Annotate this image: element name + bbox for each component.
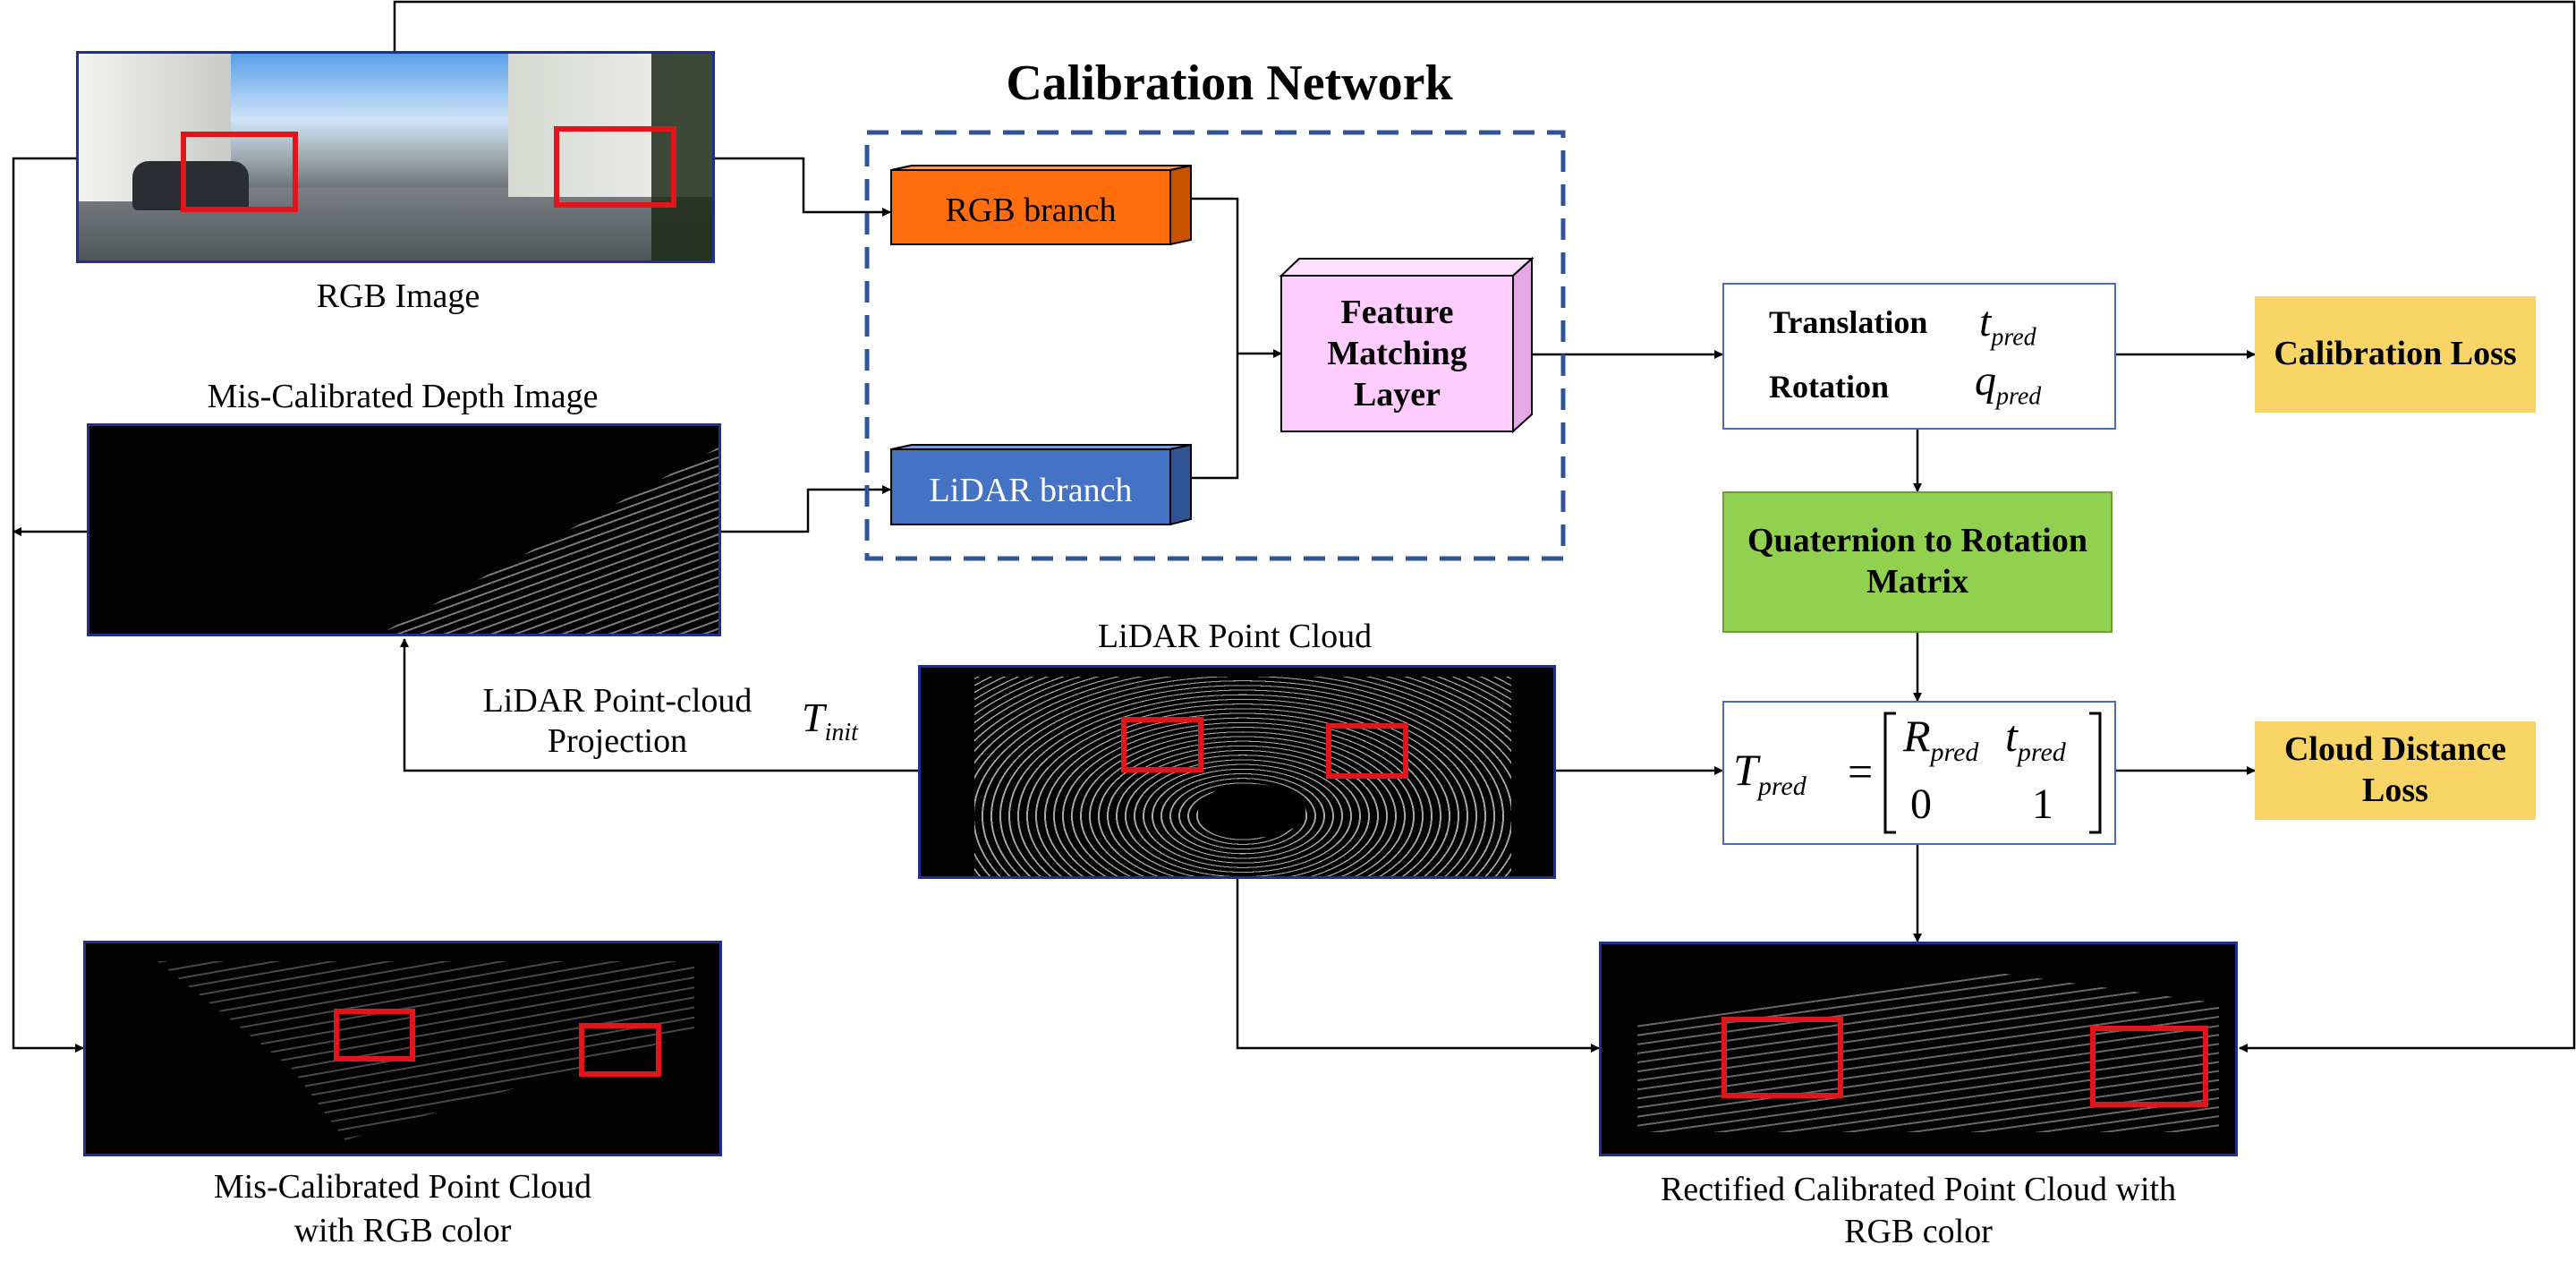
- rectified-label-line2: RGB color: [1844, 1213, 1993, 1250]
- q-pred-symbol: qpred: [1975, 356, 2041, 412]
- t-pred-cell: tpred: [2005, 710, 2066, 768]
- rgb-image: [76, 51, 715, 263]
- r-pred-cell: Rpred: [1903, 710, 1978, 768]
- quaternion-line1: Quaternion to Rotation: [1747, 522, 2087, 560]
- calibration-network-title: Calibration Network: [1006, 55, 1453, 111]
- rgb-red-marker-left: [181, 132, 298, 212]
- cloud-distance-loss-box: Cloud Distance Loss: [2255, 721, 2536, 820]
- feature-matching-line2: Matching: [1327, 335, 1467, 372]
- projection-label-line1: LiDAR Point-cloud: [482, 682, 752, 720]
- misc-red-marker-right: [579, 1023, 661, 1077]
- rgb-image-label: RGB Image: [316, 277, 480, 315]
- mis-calibrated-point-cloud: [83, 941, 722, 1156]
- one-cell: 1: [2032, 780, 2053, 828]
- lidar-to-rectified-arrow: [1236, 879, 1600, 1053]
- r-pred-subscript: pred: [1930, 738, 1979, 767]
- rectified-calibrated-point-cloud: [1599, 942, 2238, 1156]
- rgb-red-marker-right: [554, 126, 676, 208]
- quaternion-line2: Matrix: [1866, 563, 1968, 601]
- lidar-rings: [974, 677, 1511, 876]
- calibration-loss-label: Calibration Loss: [2274, 335, 2517, 373]
- lidar-red-marker-left: [1121, 717, 1203, 772]
- rgb-to-misc-cloud-line: [12, 157, 84, 1053]
- translation-label: Translation: [1769, 304, 1928, 340]
- t-pred-lhs: Tpred: [1733, 744, 1807, 802]
- depth-points: [376, 444, 718, 634]
- misc-red-marker-left: [334, 1009, 415, 1062]
- t-init-main: T: [802, 695, 825, 740]
- rectified-red-marker-left: [1722, 1017, 1843, 1098]
- t-init-subscript: init: [824, 719, 858, 747]
- depth-image-label: Mis-Calibrated Depth Image: [207, 378, 599, 415]
- t-pred-main: t: [1979, 298, 1992, 345]
- t-pred-lhs-main: T: [1733, 745, 1758, 795]
- feature-matching-block: [1279, 256, 1535, 434]
- rgb-branch-block: [890, 164, 1192, 246]
- rgb-feedback-line: [393, 0, 2576, 1053]
- t-pred-cell-main: t: [2005, 711, 2018, 761]
- lidar-red-marker-right: [1326, 723, 1408, 779]
- lidar-center-hole: [1198, 784, 1305, 838]
- t-pred-matrix-box: Tpred = Rpred tpred 0 1: [1722, 701, 2116, 845]
- rectified-red-marker-right: [2090, 1026, 2208, 1107]
- prediction-output-box: Translation Rotation tpred qpred: [1722, 283, 2116, 430]
- equals-sign: =: [1848, 746, 1874, 797]
- t-pred-subscript: pred: [1991, 323, 2036, 352]
- lidar-pointcloud-label: LiDAR Point Cloud: [1097, 618, 1373, 655]
- calibration-loss-box: Calibration Loss: [2255, 296, 2536, 413]
- t-pred-lhs-subscript: pred: [1757, 772, 1807, 801]
- lidar-branch-block: [890, 443, 1192, 526]
- t-pred-cell-subscript: pred: [2017, 738, 2066, 767]
- lidar-branch-label: LiDAR branch: [929, 472, 1133, 509]
- rgb-branch-to-fm: [1191, 197, 1239, 354]
- mis-calibrated-depth-image: [87, 423, 721, 636]
- rectified-label-line1: Rectified Calibrated Point Cloud with: [1660, 1171, 2177, 1208]
- t-init-symbol: Tinit: [802, 694, 858, 747]
- lidar-point-cloud: [918, 665, 1556, 879]
- tree-right: [651, 54, 712, 260]
- rgb-to-branch-arrow: [715, 157, 891, 217]
- r-pred-main: R: [1903, 711, 1931, 761]
- rgb-branch-label: RGB branch: [945, 192, 1117, 229]
- misc-pointcloud-label-line2: with RGB color: [293, 1212, 512, 1249]
- rotation-label: Rotation: [1769, 369, 1889, 405]
- t-pred-symbol: tpred: [1979, 297, 2036, 353]
- lidar-branch-to-fm: [1191, 354, 1239, 480]
- calibration-network-frame: [864, 130, 1566, 561]
- cloud-distance-loss-line1: Cloud Distance: [2283, 730, 2507, 769]
- depth-to-branch-arrow: [721, 485, 891, 533]
- cloud-distance-loss-line2: Loss: [2362, 772, 2428, 809]
- projection-label-line2: Projection: [547, 722, 688, 760]
- q-pred-main: q: [1975, 357, 1996, 405]
- feature-matching-line1: Feature: [1340, 294, 1454, 331]
- feature-matching-line3: Layer: [1353, 376, 1441, 414]
- q-pred-subscript: pred: [1996, 382, 2042, 411]
- matrix-brackets: [1883, 712, 2102, 834]
- projection-arrow: [400, 638, 918, 772]
- misc-pointcloud-label-line1: Mis-Calibrated Point Cloud: [213, 1168, 592, 1206]
- quaternion-to-rotation-box: Quaternion to Rotation Matrix: [1722, 491, 2113, 633]
- parked-cars: [132, 161, 249, 210]
- zero-cell: 0: [1910, 780, 1932, 828]
